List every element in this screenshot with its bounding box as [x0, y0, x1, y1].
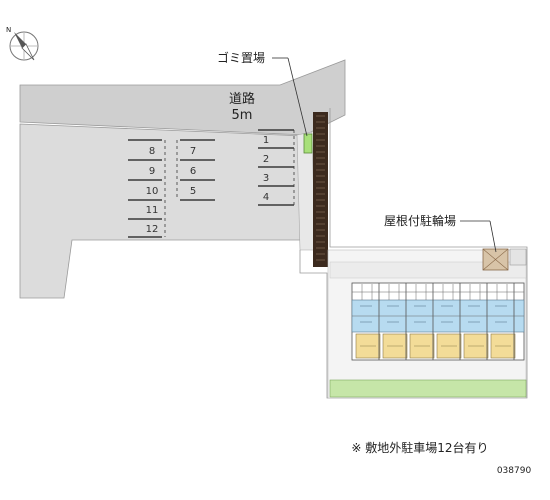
road — [19, 59, 346, 136]
slot-3: 3 — [263, 173, 269, 184]
bike-leader-line-diag — [489, 220, 497, 253]
compass-icon: N — [6, 26, 39, 61]
garbage-label: ゴミ置場 — [217, 50, 265, 65]
garbage-leader-line-diag — [287, 57, 308, 137]
boundary-fence-pattern — [316, 115, 325, 261]
slot-5: 5 — [190, 186, 196, 197]
parking-stripes-right — [258, 129, 294, 206]
parking-stripes-left — [128, 139, 162, 238]
north-label: N — [6, 26, 11, 34]
slot-7: 7 — [190, 146, 196, 157]
road-label: 道路 — [229, 91, 255, 107]
boundary-fence — [313, 112, 328, 267]
slot-1: 1 — [263, 135, 269, 146]
slot-12: 12 — [146, 224, 159, 235]
slot-6: 6 — [190, 166, 196, 177]
slot-11: 11 — [146, 205, 159, 216]
bike-parking-label: 屋根付駐輪場 — [384, 213, 456, 228]
off-site-parking-note: ※ 敷地外駐車場12台有り — [351, 440, 488, 455]
apartment-building — [351, 282, 525, 361]
slot-8: 8 — [149, 146, 155, 157]
slot-10: 10 — [146, 186, 159, 197]
parking-lot — [19, 123, 306, 299]
path-area — [329, 261, 527, 279]
parking-stripes-middle — [180, 139, 215, 201]
image-id: 038790 — [497, 466, 532, 476]
garbage-area — [303, 133, 313, 154]
road-width: 5m — [232, 108, 253, 123]
bike-parking-pattern — [482, 248, 509, 271]
bike-parking-bin — [509, 248, 527, 266]
slot-9: 9 — [149, 166, 155, 177]
green-strip — [329, 379, 527, 398]
slot-4: 4 — [263, 192, 269, 203]
slot-2: 2 — [263, 154, 269, 165]
